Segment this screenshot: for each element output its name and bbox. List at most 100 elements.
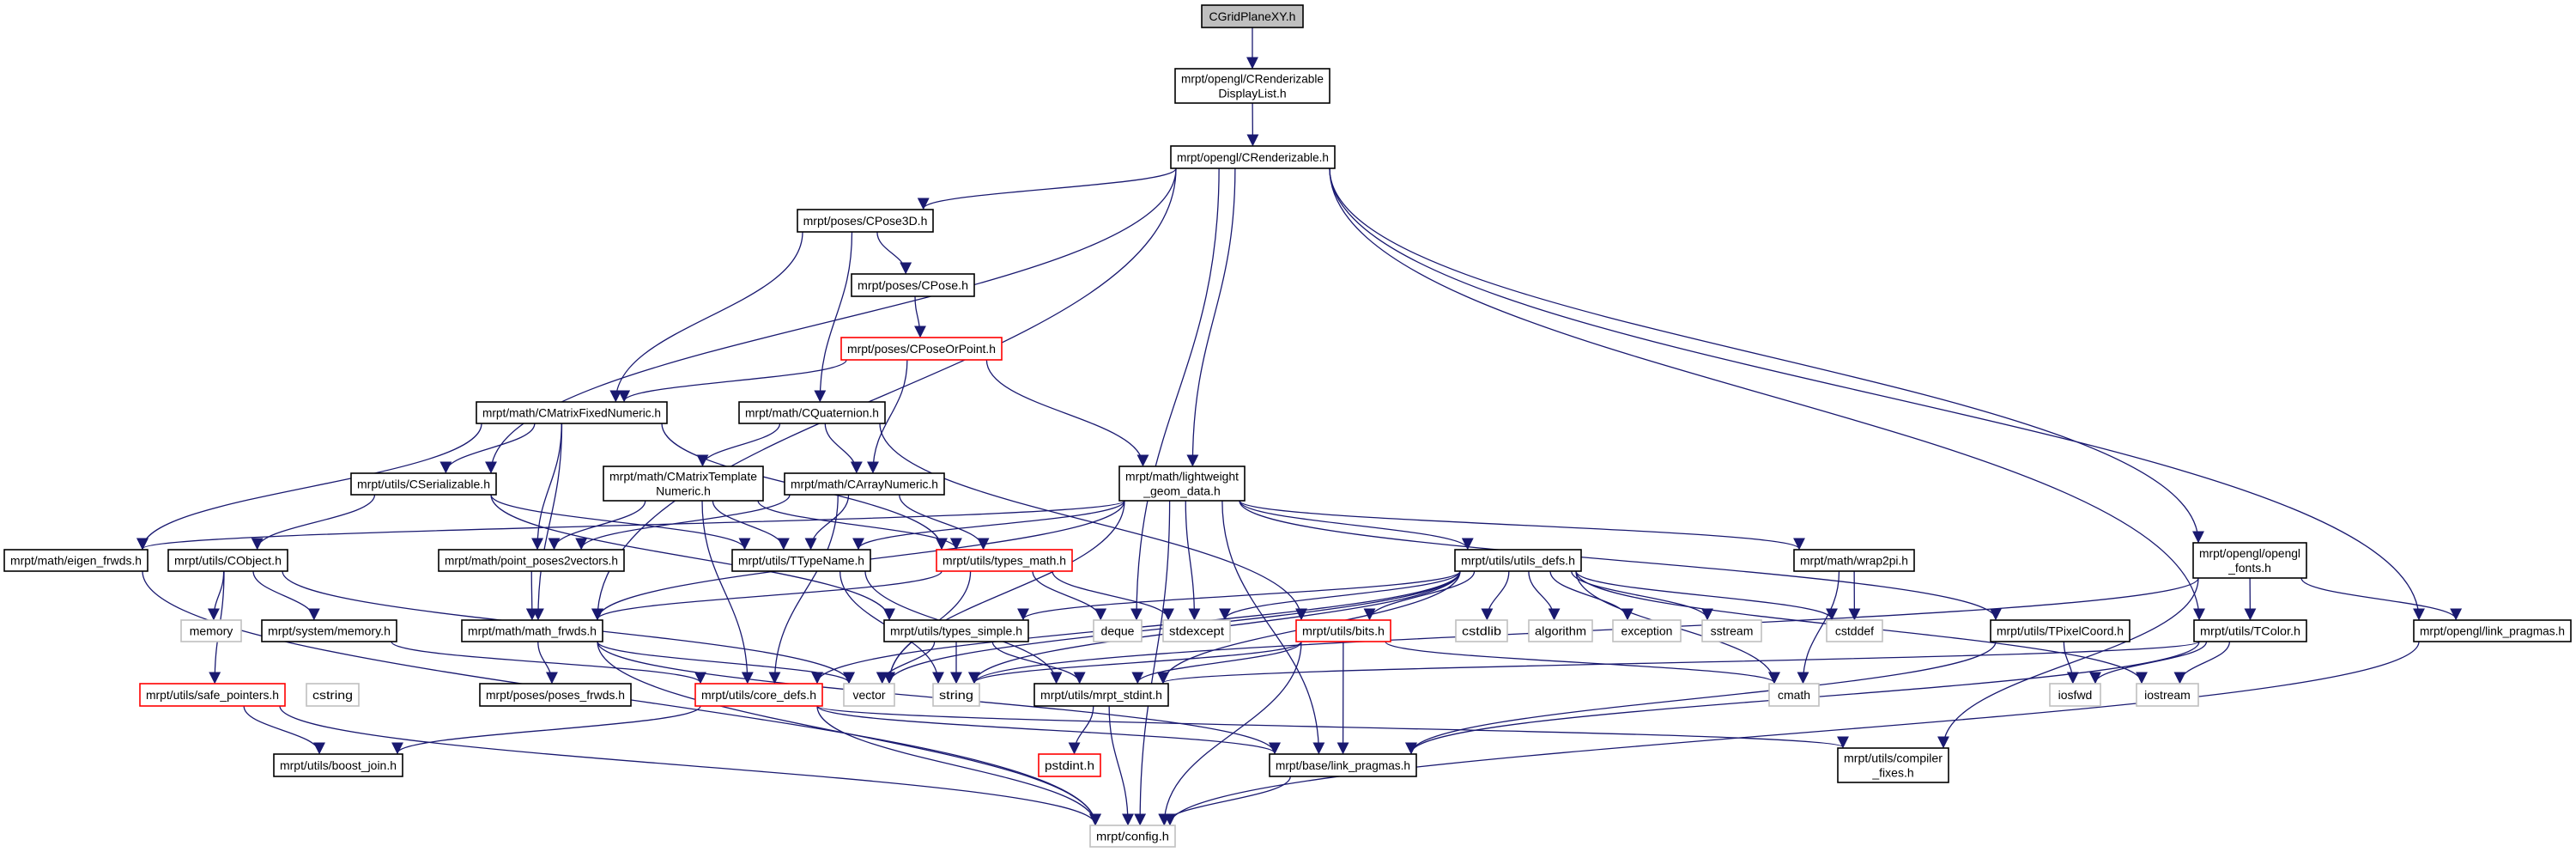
node-cpose[interactable]: mrpt/poses/CPose.h: [851, 273, 975, 297]
node-label: mrpt/utils/bits.h: [1302, 624, 1385, 638]
edge-lightweight-to-config: [1134, 500, 1171, 826]
node-cmath[interactable]: cmath: [1768, 683, 1820, 707]
node-box: [2413, 619, 2572, 642]
node-label: mrpt/opengl/CRenderizable: [1181, 72, 1324, 86]
edge-cquaternion-to-bits: [879, 423, 1307, 621]
node-box: [851, 273, 975, 297]
node-typesmath[interactable]: mrpt/utils/types_math.h: [936, 549, 1073, 572]
node-vector[interactable]: vector: [843, 683, 895, 707]
edges-layer: [136, 27, 2463, 826]
node-box: [843, 683, 895, 707]
edge-safepointers-to-boostjoin: [243, 705, 325, 755]
node-baselinkpragmas[interactable]: mrpt/base/link_pragmas.h: [1269, 753, 1417, 777]
node-memory[interactable]: memory: [180, 619, 242, 642]
node-stdexcept[interactable]: stdexcept: [1162, 619, 1231, 642]
node-box: [1089, 825, 1176, 848]
node-cposeorpoint[interactable]: mrpt/poses/CPoseOrPoint.h: [840, 337, 1003, 361]
node-tpixelcoord[interactable]: mrpt/utils/TPixelCoord.h: [1990, 619, 2131, 642]
node-pointposes[interactable]: mrpt/math/point_poses2vectors.h: [438, 549, 625, 572]
node-opengllinkpragmas[interactable]: mrpt/opengl/link_pragmas.h: [2413, 619, 2572, 642]
node-exception[interactable]: exception: [1612, 619, 1682, 642]
edge-renderizable-to-tcolor: [1329, 167, 2205, 621]
node-label: mrpt/utils/boost_join.h: [280, 758, 397, 772]
node-label: mrpt/math/math_frwds.h: [468, 624, 597, 638]
node-cmatrixfixed[interactable]: mrpt/math/CMatrixFixedNumeric.h: [476, 401, 668, 424]
node-posesfrwds[interactable]: mrpt/poses/poses_frwds.h: [479, 683, 632, 707]
node-cobject[interactable]: mrpt/utils/CObject.h: [167, 549, 288, 572]
node-bits[interactable]: mrpt/utils/bits.h: [1295, 619, 1391, 642]
node-label: mrpt/math/lightweight: [1125, 470, 1239, 484]
node-label: mrpt/math/eigen_frwds.h: [10, 554, 142, 568]
edge-cmatrixfixed-to-eigenfrwds: [136, 423, 482, 551]
node-utilsdefs[interactable]: mrpt/utils/utils_defs.h: [1454, 549, 1582, 572]
node-ttypename[interactable]: mrpt/utils/TTypeName.h: [731, 549, 871, 572]
node-label: mrpt/math/CMatrixTemplate: [609, 470, 757, 484]
edge-cmatrixtemplate-to-typesmath: [757, 500, 962, 551]
node-lightweight[interactable]: mrpt/math/lightweight_geom_data.h: [1118, 466, 1246, 502]
node-label: Numeric.h: [656, 484, 711, 498]
nodes-layer: CGridPlaneXY.h mrpt/opengl/CRenderizableD…: [3, 4, 2572, 848]
node-algorithm[interactable]: algorithm: [1528, 619, 1593, 642]
node-string[interactable]: string: [932, 683, 980, 707]
node-config[interactable]: mrpt/config.h: [1089, 825, 1176, 848]
node-carraynumeric[interactable]: mrpt/math/CArrayNumeric.h: [784, 472, 945, 496]
edge-cmatrixtemplate-to-pointposes: [548, 500, 646, 551]
node-sstream[interactable]: sstream: [1701, 619, 1762, 642]
node-box: [797, 209, 934, 233]
edge-lightweight-to-vector: [883, 500, 1125, 685]
node-eigenfrwds[interactable]: mrpt/math/eigen_frwds.h: [3, 549, 148, 572]
node-coredefs[interactable]: mrpt/utils/core_defs.h: [694, 683, 823, 707]
node-boostjoin[interactable]: mrpt/utils/boost_join.h: [273, 753, 403, 777]
node-label: mrpt/opengl/link_pragmas.h: [2420, 624, 2565, 638]
node-deque[interactable]: deque: [1093, 619, 1143, 642]
node-mrptstdint[interactable]: mrpt/utils/mrpt_stdint.h: [1033, 683, 1169, 707]
node-box: [139, 683, 286, 707]
node-label: mrpt/utils/compiler: [1844, 752, 1943, 765]
node-label: CGridPlaneXY.h: [1209, 9, 1296, 23]
node-box: [1038, 753, 1101, 777]
node-pstdint[interactable]: pstdint.h: [1038, 753, 1101, 777]
node-iosfwd[interactable]: iosfwd: [2049, 683, 2101, 707]
node-box: [1118, 466, 1246, 502]
node-label: _fixes.h: [1871, 766, 1913, 780]
edge-tcolor-to-iosfwd: [2089, 641, 2208, 685]
node-wrap2pi[interactable]: mrpt/math/wrap2pi.h: [1793, 549, 1915, 572]
node-typessimple[interactable]: mrpt/utils/types_simple.h: [883, 619, 1029, 642]
node-compilerfixes[interactable]: mrpt/utils/compiler_fixes.h: [1837, 747, 1949, 783]
node-cstddef[interactable]: cstddef: [1826, 619, 1883, 642]
node-tcolor[interactable]: mrpt/utils/TColor.h: [2193, 619, 2307, 642]
node-label: mrpt/config.h: [1096, 830, 1169, 843]
node-cstring[interactable]: cstring: [306, 683, 360, 707]
node-box: [731, 549, 871, 572]
edge-bits-to-string: [968, 641, 1302, 685]
node-label: mrpt/math/CMatrixFixedNumeric.h: [482, 406, 661, 420]
edge-utilsdefs-to-bits: [1363, 570, 1476, 621]
node-label: pstdint.h: [1045, 758, 1094, 772]
node-box: [1093, 619, 1143, 642]
node-cpose3d[interactable]: mrpt/poses/CPose3D.h: [797, 209, 934, 233]
node-label: iostream: [2144, 688, 2191, 702]
node-label: mrpt/base/link_pragmas.h: [1276, 758, 1410, 772]
node-label: mrpt/poses/CPoseOrPoint.h: [847, 342, 996, 356]
node-cserializable[interactable]: mrpt/utils/CSerializable.h: [350, 472, 497, 496]
node-box: [738, 401, 886, 424]
node-box: [306, 683, 360, 707]
node-box: [350, 472, 497, 496]
node-box: [784, 472, 945, 496]
node-renderizable[interactable]: mrpt/opengl/CRenderizable.h: [1170, 145, 1336, 169]
edge-cpose-to-cposeorpoint: [913, 295, 926, 338]
edge-typesmath-to-mathfrwds: [591, 570, 943, 621]
node-gridplane[interactable]: CGridPlaneXY.h: [1201, 4, 1304, 28]
node-cquaternion[interactable]: mrpt/math/CQuaternion.h: [738, 401, 886, 424]
edge-bits-to-mrptstdint: [1131, 641, 1302, 685]
node-iostream[interactable]: iostream: [2136, 683, 2199, 707]
node-label: mrpt/system/memory.h: [268, 624, 391, 638]
node-mathfrwds[interactable]: mrpt/math/math_frwds.h: [461, 619, 603, 642]
node-safepointers[interactable]: mrpt/utils/safe_pointers.h: [139, 683, 286, 707]
edge-lightweight-to-eigenfrwds: [136, 500, 1125, 551]
node-openglfonts[interactable]: mrpt/opengl/opengl_fonts.h: [2192, 542, 2307, 579]
node-cstdlib[interactable]: cstdlib: [1455, 619, 1508, 642]
node-sysmemory[interactable]: mrpt/system/memory.h: [261, 619, 397, 642]
